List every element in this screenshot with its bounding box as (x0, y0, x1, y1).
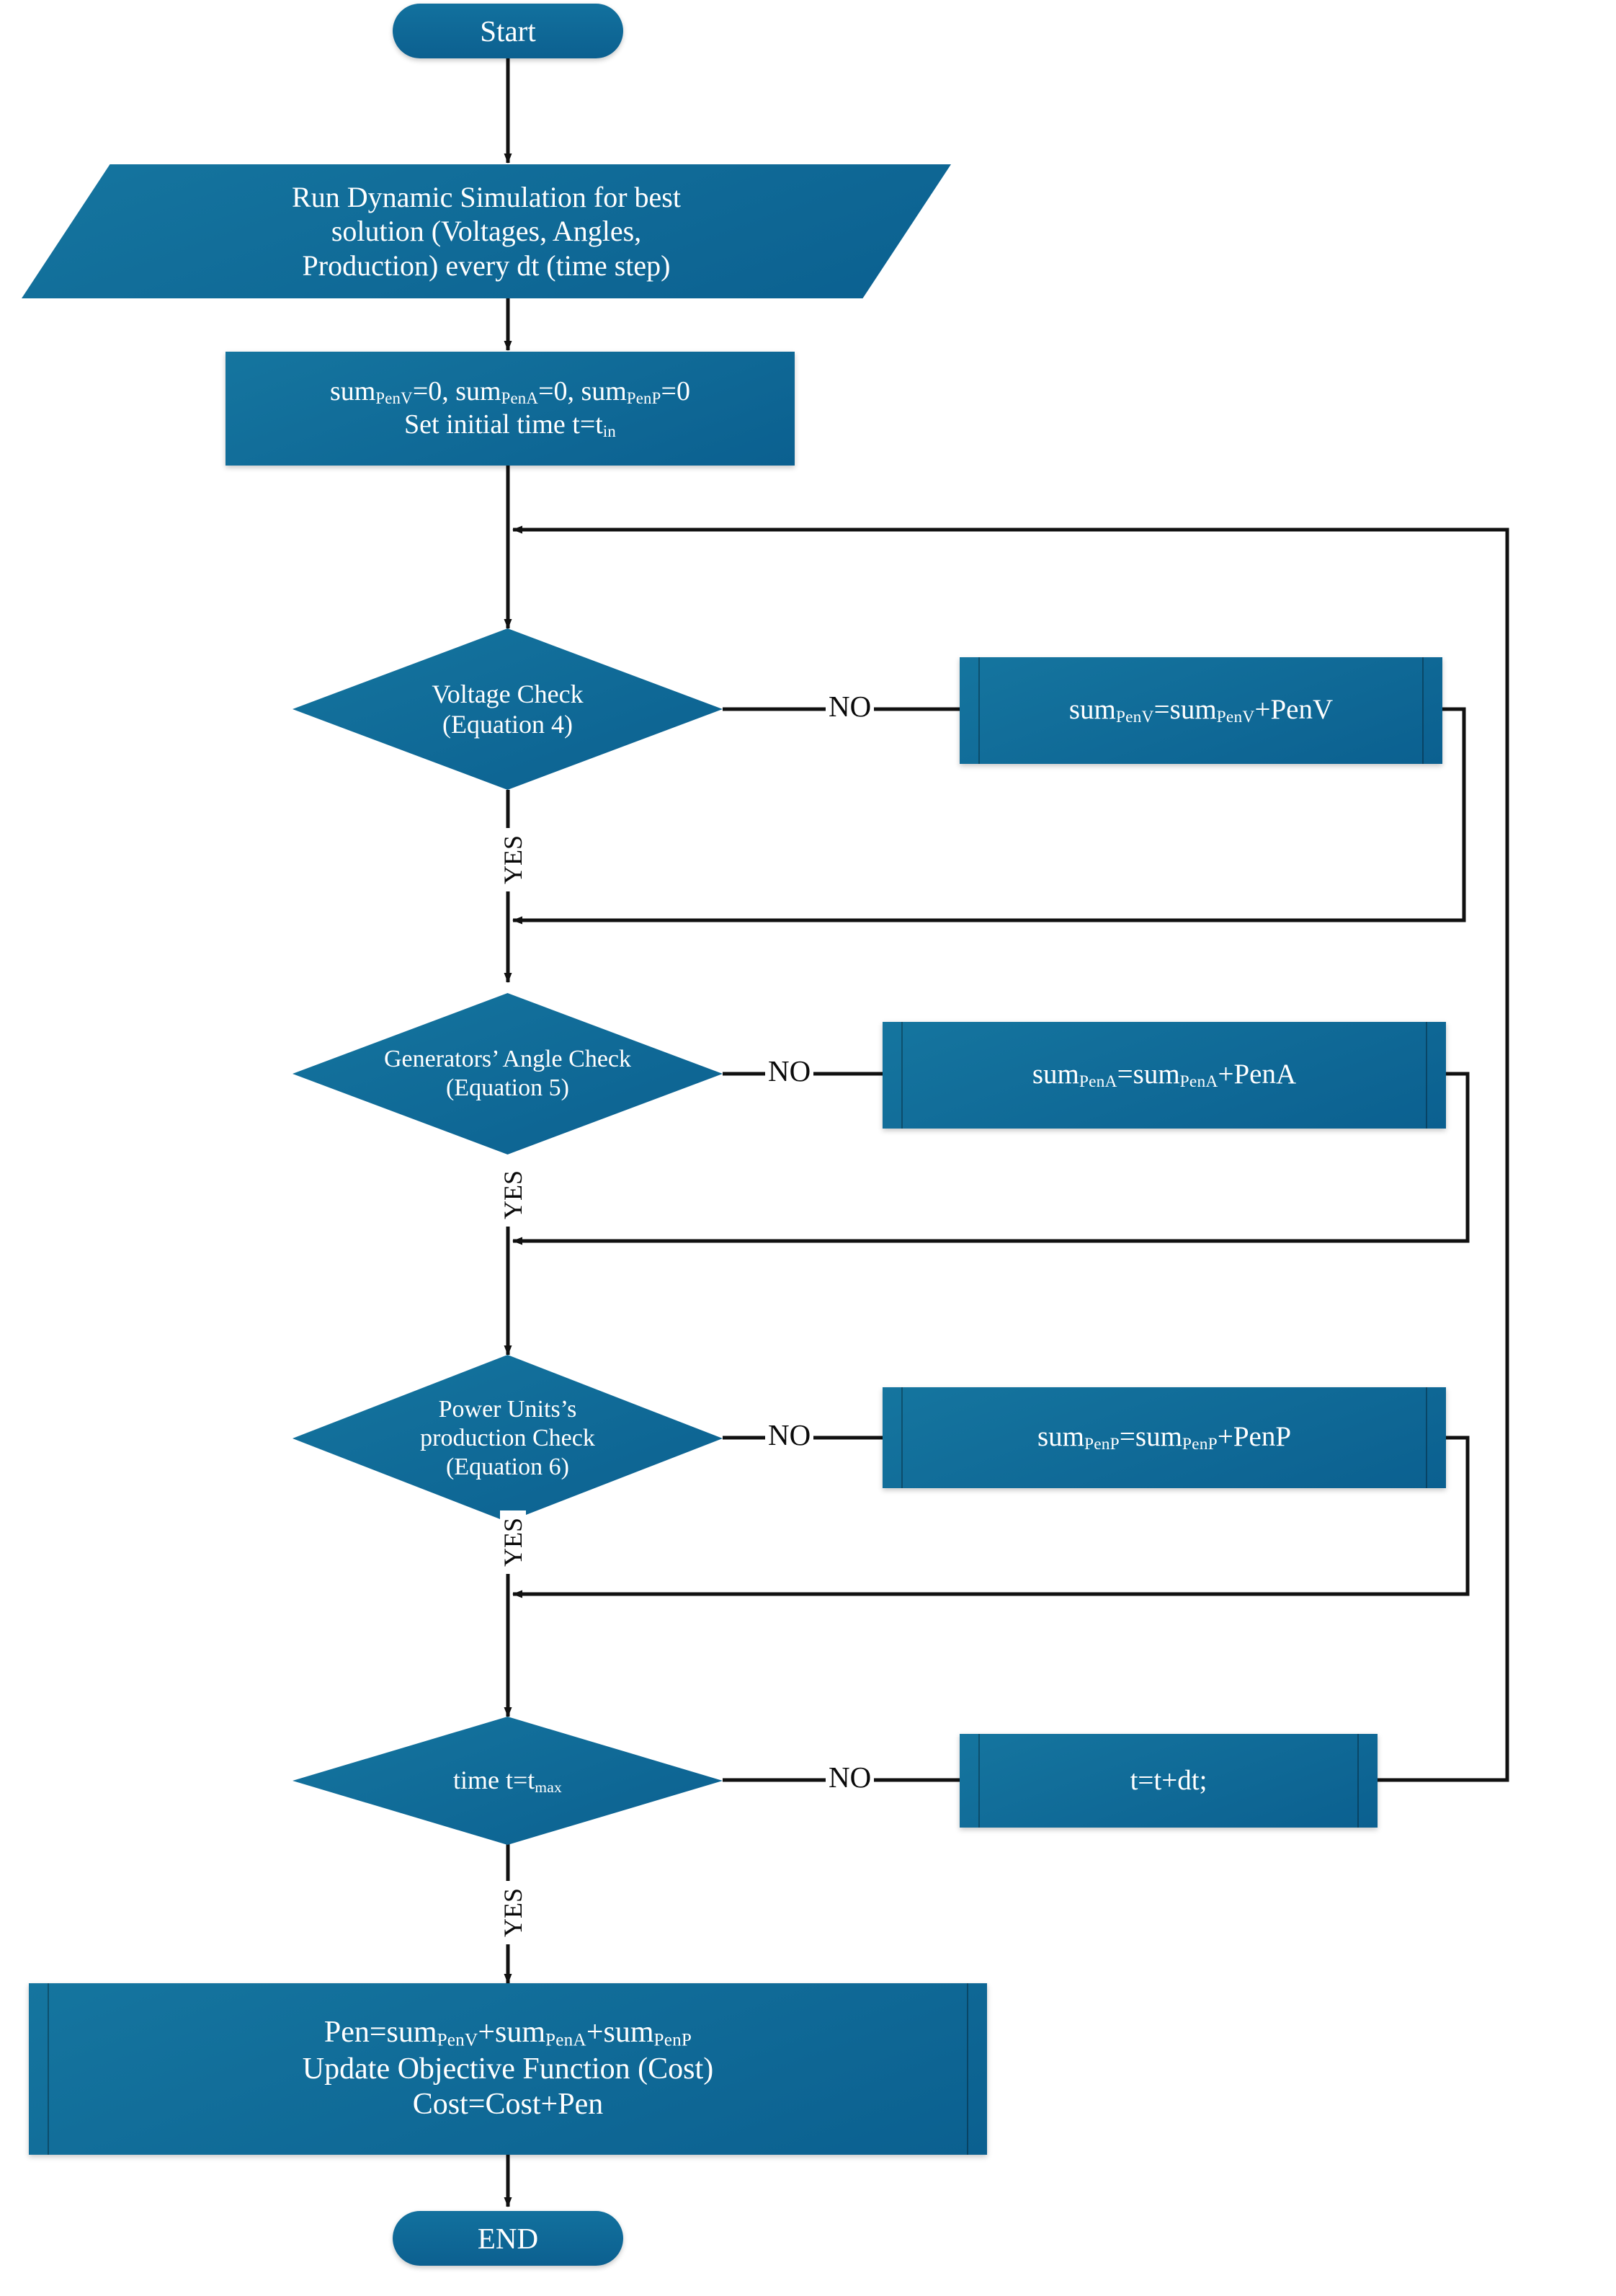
run-sim-line-2: solution (Voltages, Angles, (331, 215, 642, 248)
node-end[interactable]: END (393, 2211, 623, 2266)
node-generators-angle-check-text: Generators’ Angle Check (Equation 5) (293, 1045, 723, 1103)
node-accumulate-pen-a-text: sumPenA=sumPenA+PenA (1032, 1059, 1297, 1092)
angle-check-line-2: (Equation 5) (446, 1074, 569, 1101)
node-advance-time[interactable]: t=t+dt; (960, 1734, 1378, 1828)
node-update-objective-function-text: Pen=sumPenV+sumPenA+sumPenP Update Objec… (29, 2015, 987, 2122)
node-accumulate-pen-p[interactable]: sumPenP=sumPenP+PenP (883, 1387, 1446, 1488)
edge-label-yes-angle: YES (499, 1163, 527, 1227)
init-line-2: Set initial time t=tin (404, 409, 616, 441)
node-start-label: Start (480, 14, 536, 48)
edge-label-yes-time: YES (499, 1881, 527, 1944)
node-accumulate-pen-v-text: sumPenV=sumPenV+PenV (1068, 694, 1334, 727)
node-advance-time-text: t=t+dt; (1130, 1764, 1207, 1796)
run-sim-line-1: Run Dynamic Simulation for best (292, 181, 681, 214)
node-initialize-text: sumPenV=0, sumPenA=0, sumPenP=0 Set init… (226, 375, 795, 442)
node-power-units-production-check-text: Power Units’s production Check (Equation… (293, 1395, 723, 1482)
edge-label-yes-production: YES (499, 1510, 527, 1574)
node-start[interactable]: Start (393, 4, 623, 58)
node-run-simulation[interactable]: Run Dynamic Simulation for best solution… (22, 164, 951, 298)
node-run-simulation-text: Run Dynamic Simulation for best solution… (22, 180, 951, 282)
edge-label-no-voltage: NO (826, 692, 875, 721)
node-end-label: END (477, 2221, 539, 2255)
node-initialize[interactable]: sumPenV=0, sumPenA=0, sumPenP=0 Set init… (226, 352, 795, 466)
production-check-line-1: Power Units’s (438, 1395, 577, 1423)
update-line-3: Cost=Cost+Pen (412, 2088, 604, 2122)
run-sim-line-3: Production) every dt (time step) (302, 249, 671, 282)
node-time-check-text: time t=tmax (452, 1765, 563, 1796)
angle-check-line-1: Generators’ Angle Check (383, 1045, 632, 1072)
init-line-1: sumPenV=0, sumPenA=0, sumPenP=0 (330, 376, 690, 408)
voltage-check-line-2: (Equation 4) (442, 710, 573, 739)
edge-penp-return (512, 1436, 1470, 1598)
edge-step-outer-loop (512, 525, 1509, 1782)
voltage-check-line-1: Voltage Check (432, 679, 584, 708)
node-voltage-check-text: Voltage Check (Equation 4) (293, 679, 723, 740)
production-check-line-2: production Check (420, 1424, 595, 1451)
production-check-line-3: (Equation 6) (446, 1454, 569, 1481)
update-line-1: Pen=sumPenV+sumPenA+sumPenP (323, 2016, 692, 2050)
node-accumulate-pen-p-text: sumPenP=sumPenP+PenP (1037, 1421, 1292, 1454)
node-update-objective-function[interactable]: Pen=sumPenV+sumPenA+sumPenP Update Objec… (29, 1983, 987, 2155)
update-line-2: Update Objective Function (Cost) (302, 2052, 714, 2086)
edge-label-no-angle: NO (765, 1056, 814, 1086)
node-accumulate-pen-v[interactable]: sumPenV=sumPenV+PenV (960, 657, 1442, 764)
node-accumulate-pen-a[interactable]: sumPenA=sumPenA+PenA (883, 1022, 1446, 1129)
edge-label-yes-voltage: YES (499, 828, 527, 891)
edge-penv-return (512, 707, 1466, 925)
edge-pena-return (512, 1072, 1470, 1245)
edge-label-no-production: NO (765, 1420, 814, 1450)
edge-label-no-time: NO (826, 1763, 875, 1792)
